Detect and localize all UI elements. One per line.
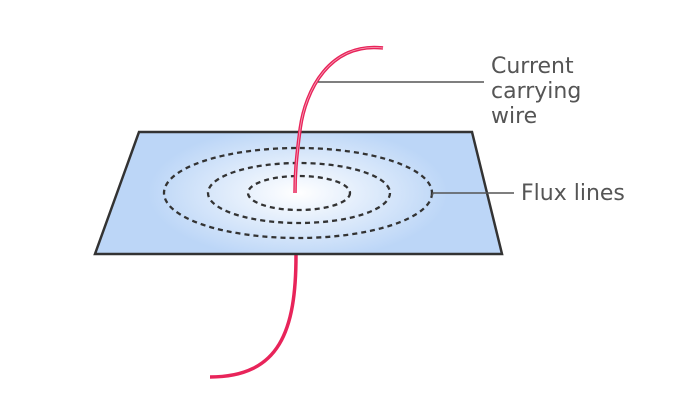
label-wire-line2: carrying xyxy=(491,79,581,104)
wire-lower xyxy=(209,254,298,379)
label-wire-line3: wire xyxy=(491,104,537,129)
flux-leader-line xyxy=(431,192,514,197)
flux-line-middle xyxy=(206,161,392,225)
flux-line-inner xyxy=(246,174,352,212)
label-flux-lines: Flux lines xyxy=(521,181,625,206)
flux-line-outer xyxy=(162,146,434,240)
wire-highlight xyxy=(294,47,384,194)
label-wire-line1: Current xyxy=(491,54,574,79)
